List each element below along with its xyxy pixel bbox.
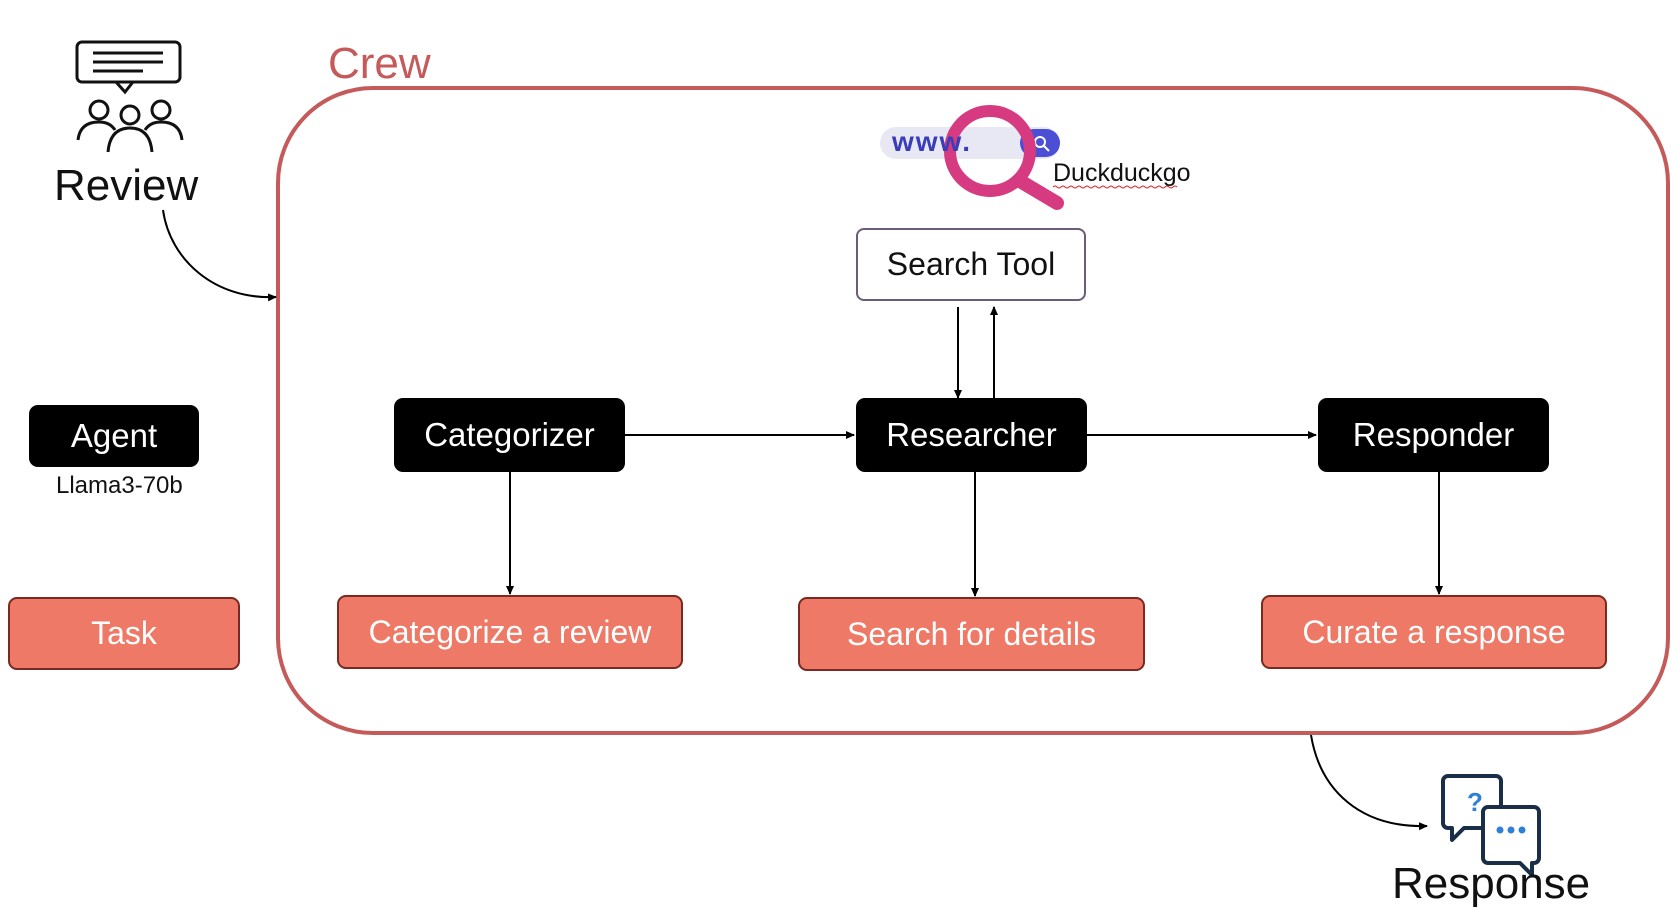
legend-task: Task [8,597,240,670]
review-people-icon [75,40,184,153]
legend-agent: Agent [29,405,199,467]
magnifier-icon [944,105,1064,210]
crew-to-response-arrow [1310,734,1428,831]
spellcheck-underline [1052,185,1178,189]
svg-text:?: ? [1467,787,1483,817]
search-url-text: www. [892,126,973,157]
response-label: Response [1392,859,1591,908]
search-tool-node: Search Tool [856,228,1086,301]
review-label: Review [54,161,199,210]
review-to-crew-arrow [162,209,277,302]
chat-bubbles-icon: ? [1441,774,1541,877]
crew-container [276,86,1670,735]
agent-responder: Responder [1318,398,1549,472]
task-curate: Curate a response [1261,595,1607,669]
task-categorize: Categorize a review [337,595,683,669]
agent-categorizer: Categorizer [394,398,625,472]
legend-model-label: Llama3-70b [56,472,183,499]
agent-researcher: Researcher [856,398,1087,472]
crew-label: Crew [328,39,431,88]
duckduckgo-label: Duckduckgo [1053,159,1191,187]
task-search: Search for details [798,597,1145,671]
